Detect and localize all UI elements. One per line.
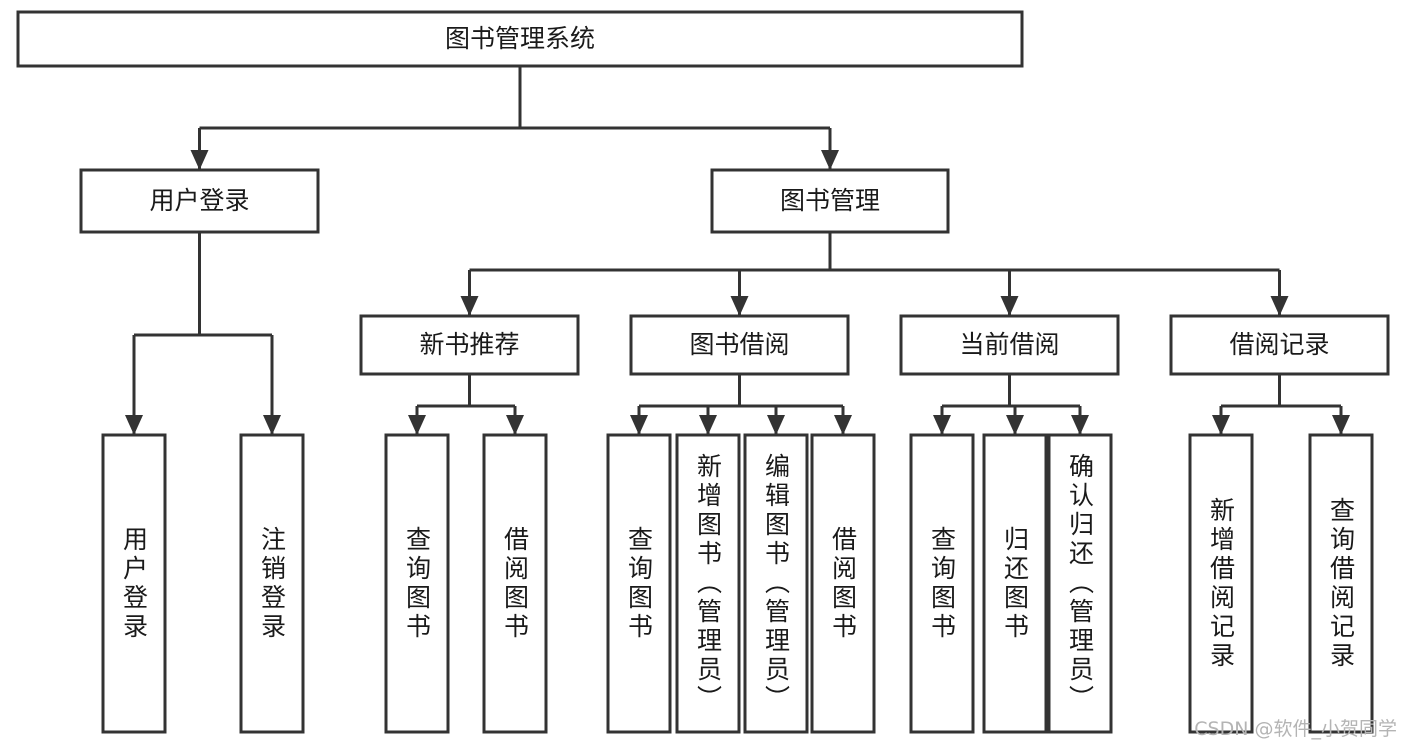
arrow-head-icon bbox=[767, 415, 785, 435]
node-leaf_4 bbox=[606, 433, 672, 734]
node-box-leaf_10[interactable] bbox=[1047, 433, 1113, 734]
node-box-l3_2[interactable] bbox=[899, 314, 1120, 376]
node-leaf_3 bbox=[482, 433, 548, 734]
node-box-leaf_9[interactable] bbox=[982, 433, 1048, 734]
node-box-leaf_8[interactable] bbox=[909, 433, 975, 734]
node-root bbox=[16, 10, 1024, 68]
arrow-head-icon bbox=[834, 415, 852, 435]
node-leaf_12 bbox=[1308, 433, 1374, 734]
node-leaf_6 bbox=[743, 433, 809, 734]
node-l3_2 bbox=[899, 314, 1120, 376]
arrow-head-icon bbox=[1006, 415, 1024, 435]
node-box-leaf_4[interactable] bbox=[606, 433, 672, 734]
arrow-head-icon bbox=[190, 150, 209, 170]
node-box-l2_0[interactable] bbox=[79, 168, 320, 234]
arrow-head-icon bbox=[730, 296, 749, 316]
node-label-l3_1: 图书借阅 bbox=[689, 330, 789, 359]
arrow-head-icon bbox=[125, 415, 143, 435]
node-leaf_10 bbox=[1047, 433, 1113, 734]
node-leaf_8 bbox=[909, 433, 975, 734]
node-leaf_7 bbox=[810, 433, 876, 734]
node-box-leaf_0[interactable] bbox=[101, 433, 167, 734]
connector-layer bbox=[125, 66, 1350, 435]
node-label-l3_0: 新书推荐 bbox=[419, 330, 519, 359]
arrow-head-icon bbox=[263, 415, 281, 435]
node-leaf_1 bbox=[239, 433, 305, 734]
node-label-l3_3: 借阅记录 bbox=[1229, 330, 1329, 359]
node-label-l2_0: 用户登录 bbox=[149, 186, 249, 215]
node-box-l2_1[interactable] bbox=[710, 168, 950, 234]
node-leaf_9 bbox=[982, 433, 1048, 734]
node-box-leaf_11[interactable] bbox=[1188, 433, 1254, 734]
node-box-leaf_6[interactable] bbox=[743, 433, 809, 734]
node-box-leaf_2[interactable] bbox=[384, 433, 450, 734]
node-box-leaf_12[interactable] bbox=[1308, 433, 1374, 734]
node-label-root: 图书管理系统 bbox=[445, 24, 595, 53]
node-box-l3_1[interactable] bbox=[629, 314, 850, 376]
node-leaf_5 bbox=[675, 433, 741, 734]
arrow-head-icon bbox=[408, 415, 426, 435]
node-l3_0 bbox=[359, 314, 580, 376]
arrow-head-icon bbox=[506, 415, 524, 435]
node-l3_1 bbox=[629, 314, 850, 376]
node-l2_0 bbox=[79, 168, 320, 234]
node-l3_3 bbox=[1169, 314, 1390, 376]
arrow-head-icon bbox=[933, 415, 951, 435]
arrow-head-icon bbox=[460, 296, 479, 316]
node-label-l3_2: 当前借阅 bbox=[959, 330, 1059, 359]
arrow-head-icon bbox=[699, 415, 717, 435]
node-box-root[interactable] bbox=[16, 10, 1024, 68]
node-box-leaf_3[interactable] bbox=[482, 433, 548, 734]
node-leaf_11 bbox=[1188, 433, 1254, 734]
node-l2_1 bbox=[710, 168, 950, 234]
box-layer bbox=[16, 10, 1390, 734]
node-leaf_0 bbox=[101, 433, 167, 734]
arrow-head-icon bbox=[1000, 296, 1019, 316]
arrow-head-icon bbox=[1332, 415, 1350, 435]
node-box-leaf_5[interactable] bbox=[675, 433, 741, 734]
arrow-head-icon bbox=[630, 415, 648, 435]
arrow-head-icon bbox=[1071, 415, 1089, 435]
arrow-head-icon bbox=[1270, 296, 1289, 316]
node-leaf_2 bbox=[384, 433, 450, 734]
node-box-leaf_7[interactable] bbox=[810, 433, 876, 734]
arrow-head-icon bbox=[1212, 415, 1230, 435]
node-box-l3_3[interactable] bbox=[1169, 314, 1390, 376]
arrow-head-icon bbox=[821, 150, 839, 170]
node-box-leaf_1[interactable] bbox=[239, 433, 305, 734]
node-box-l3_0[interactable] bbox=[359, 314, 580, 376]
node-label-l2_1: 图书管理 bbox=[780, 186, 880, 215]
